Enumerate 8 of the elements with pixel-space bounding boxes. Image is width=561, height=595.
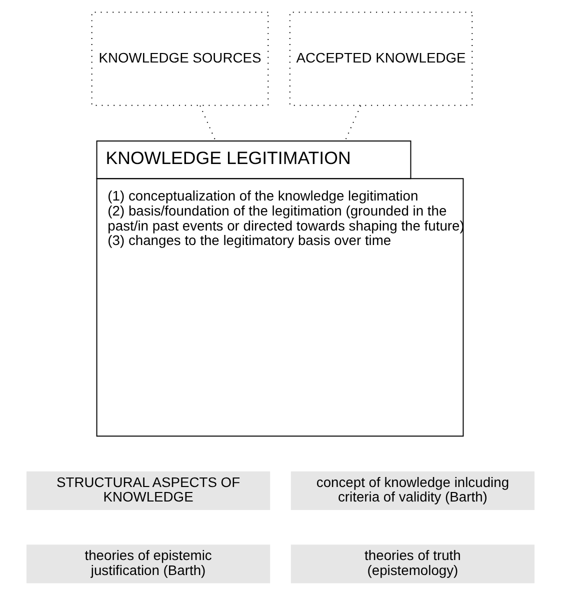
connector <box>200 105 216 142</box>
node-box: STRUCTURAL ASPECTS OF KNOWLEDGE <box>26 471 270 510</box>
node-box: KNOWLEDGE SOURCES <box>91 12 269 106</box>
node-box: theories of epistemic justification (Barth) <box>26 544 270 584</box>
node-box: theories of truth (epistemology) <box>290 544 535 584</box>
node-box: concept of knowledge inlcuding criteria of validity (Barth) <box>290 471 535 510</box>
connector <box>344 105 362 142</box>
node-box: ACCEPTED KNOWLEDGE <box>289 12 473 106</box>
